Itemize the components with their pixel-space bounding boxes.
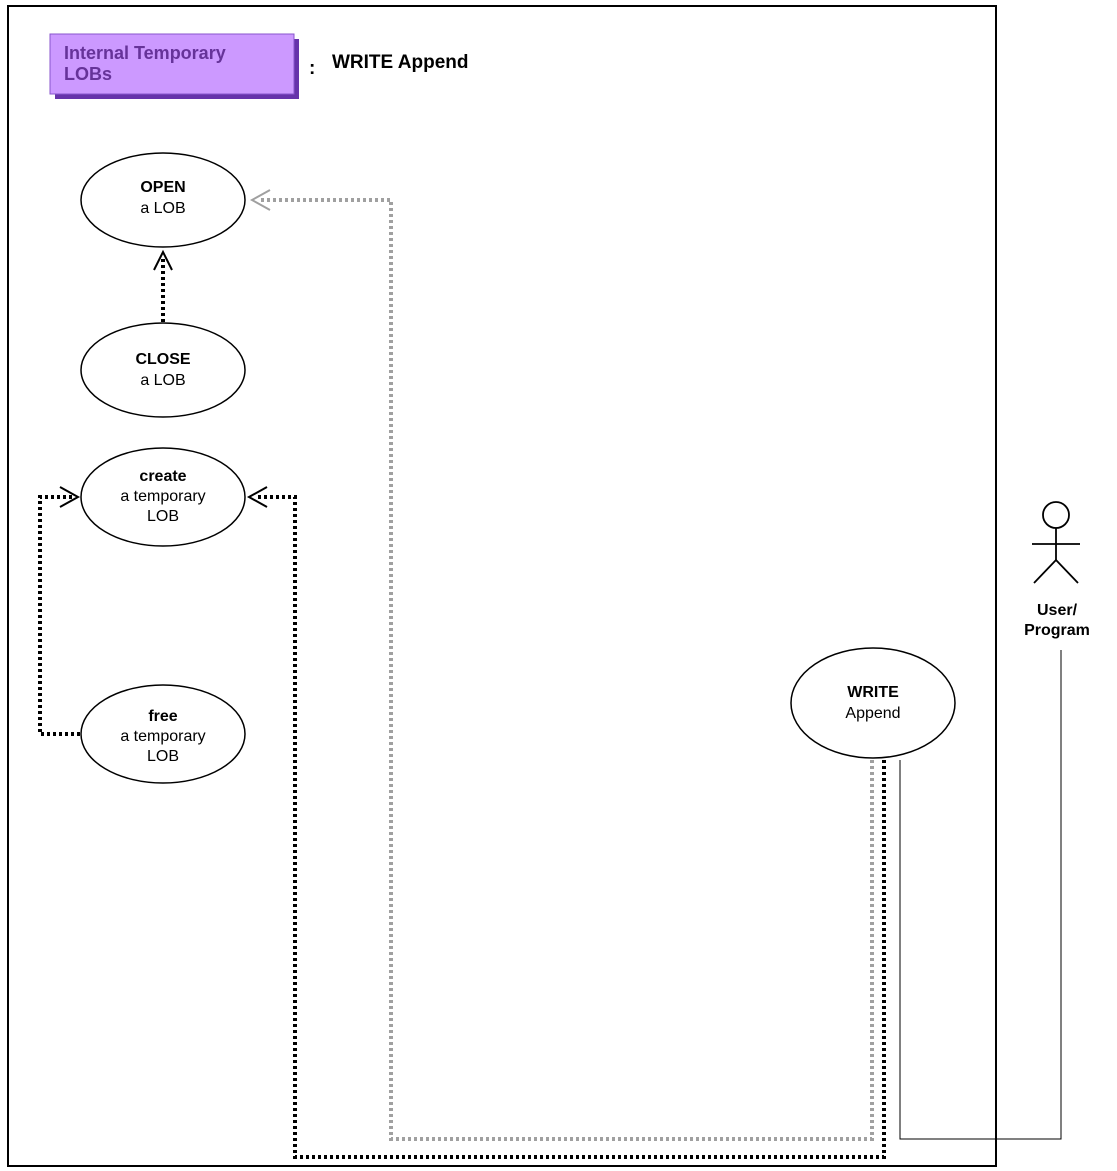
use-case-open-title: OPEN [140,179,185,196]
use-case-create-line1: a temporary [120,488,205,505]
use-case-create: create a temporary LOB [80,447,246,547]
title-tab: Internal Temporary LOBs [49,33,299,99]
dependency-write-create [246,486,886,1159]
use-case-write-append: WRITE Append [790,647,956,759]
dependency-free-create [38,486,81,736]
use-case-open: OPEN a LOB [80,152,246,248]
dependency-close-open [153,249,173,322]
use-case-free-line2: LOB [147,748,179,765]
title-separator: : [309,58,315,79]
use-case-free-title: free [148,708,177,725]
page-title: WRITE Append [332,52,469,73]
use-case-close-text: a LOB [140,372,185,389]
use-case-write-text: Append [845,705,900,722]
use-case-write-title: WRITE [847,684,899,701]
use-case-create-line2: LOB [147,508,179,525]
actor-user-program [1032,501,1080,584]
use-case-close-title: CLOSE [135,351,190,368]
dependency-write-open [249,189,874,1141]
use-case-create-title: create [139,468,186,485]
title-tab-line2: LOBs [64,64,112,84]
actor-head [1042,501,1070,529]
use-case-open-text: a LOB [140,200,185,217]
use-case-free-line1: a temporary [120,728,205,745]
actor-label-line2: Program [1024,622,1090,639]
use-case-close: CLOSE a LOB [80,322,246,418]
actor-label-line1: User/ [1037,602,1078,619]
system-boundary [7,5,997,1167]
use-case-free: free a temporary LOB [80,684,246,784]
association-actor-write [899,650,1062,1140]
title-tab-line1: Internal Temporary [64,43,226,63]
